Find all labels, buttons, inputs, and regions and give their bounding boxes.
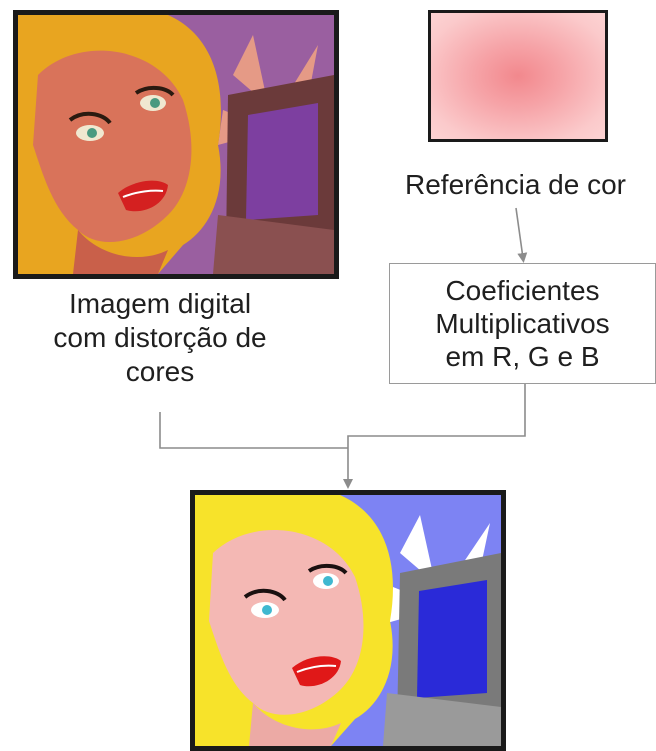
input-image-label-line-2: com distorção de — [53, 322, 267, 353]
input-image-label-line-1: Imagem digital — [68, 288, 252, 319]
corrected-image — [190, 490, 506, 751]
input-image-label: Imagem digital com distorção de cores — [30, 287, 290, 389]
input-image-label-line-3: cores — [125, 356, 195, 387]
woman-at-computer-illustration-distorted — [18, 15, 334, 274]
reference-color-label: Referência de cor — [405, 169, 627, 200]
coefficients-line-1: Coeficientes — [445, 275, 600, 306]
coefficients-line-2: Multiplicativos — [435, 308, 610, 339]
reference-to-coefficients-arrow — [515, 207, 528, 263]
distorted-image — [13, 10, 339, 279]
coefficients-line-3: em R, G e B — [445, 341, 600, 372]
image-to-output-line — [159, 412, 348, 449]
woman-at-computer-illustration-corrected — [195, 495, 501, 746]
coefficients-to-output-line — [343, 384, 526, 489]
coefficients-box: Coeficientes Multiplicativos em R, G e B — [389, 263, 656, 384]
reference-color-swatch — [428, 10, 608, 142]
